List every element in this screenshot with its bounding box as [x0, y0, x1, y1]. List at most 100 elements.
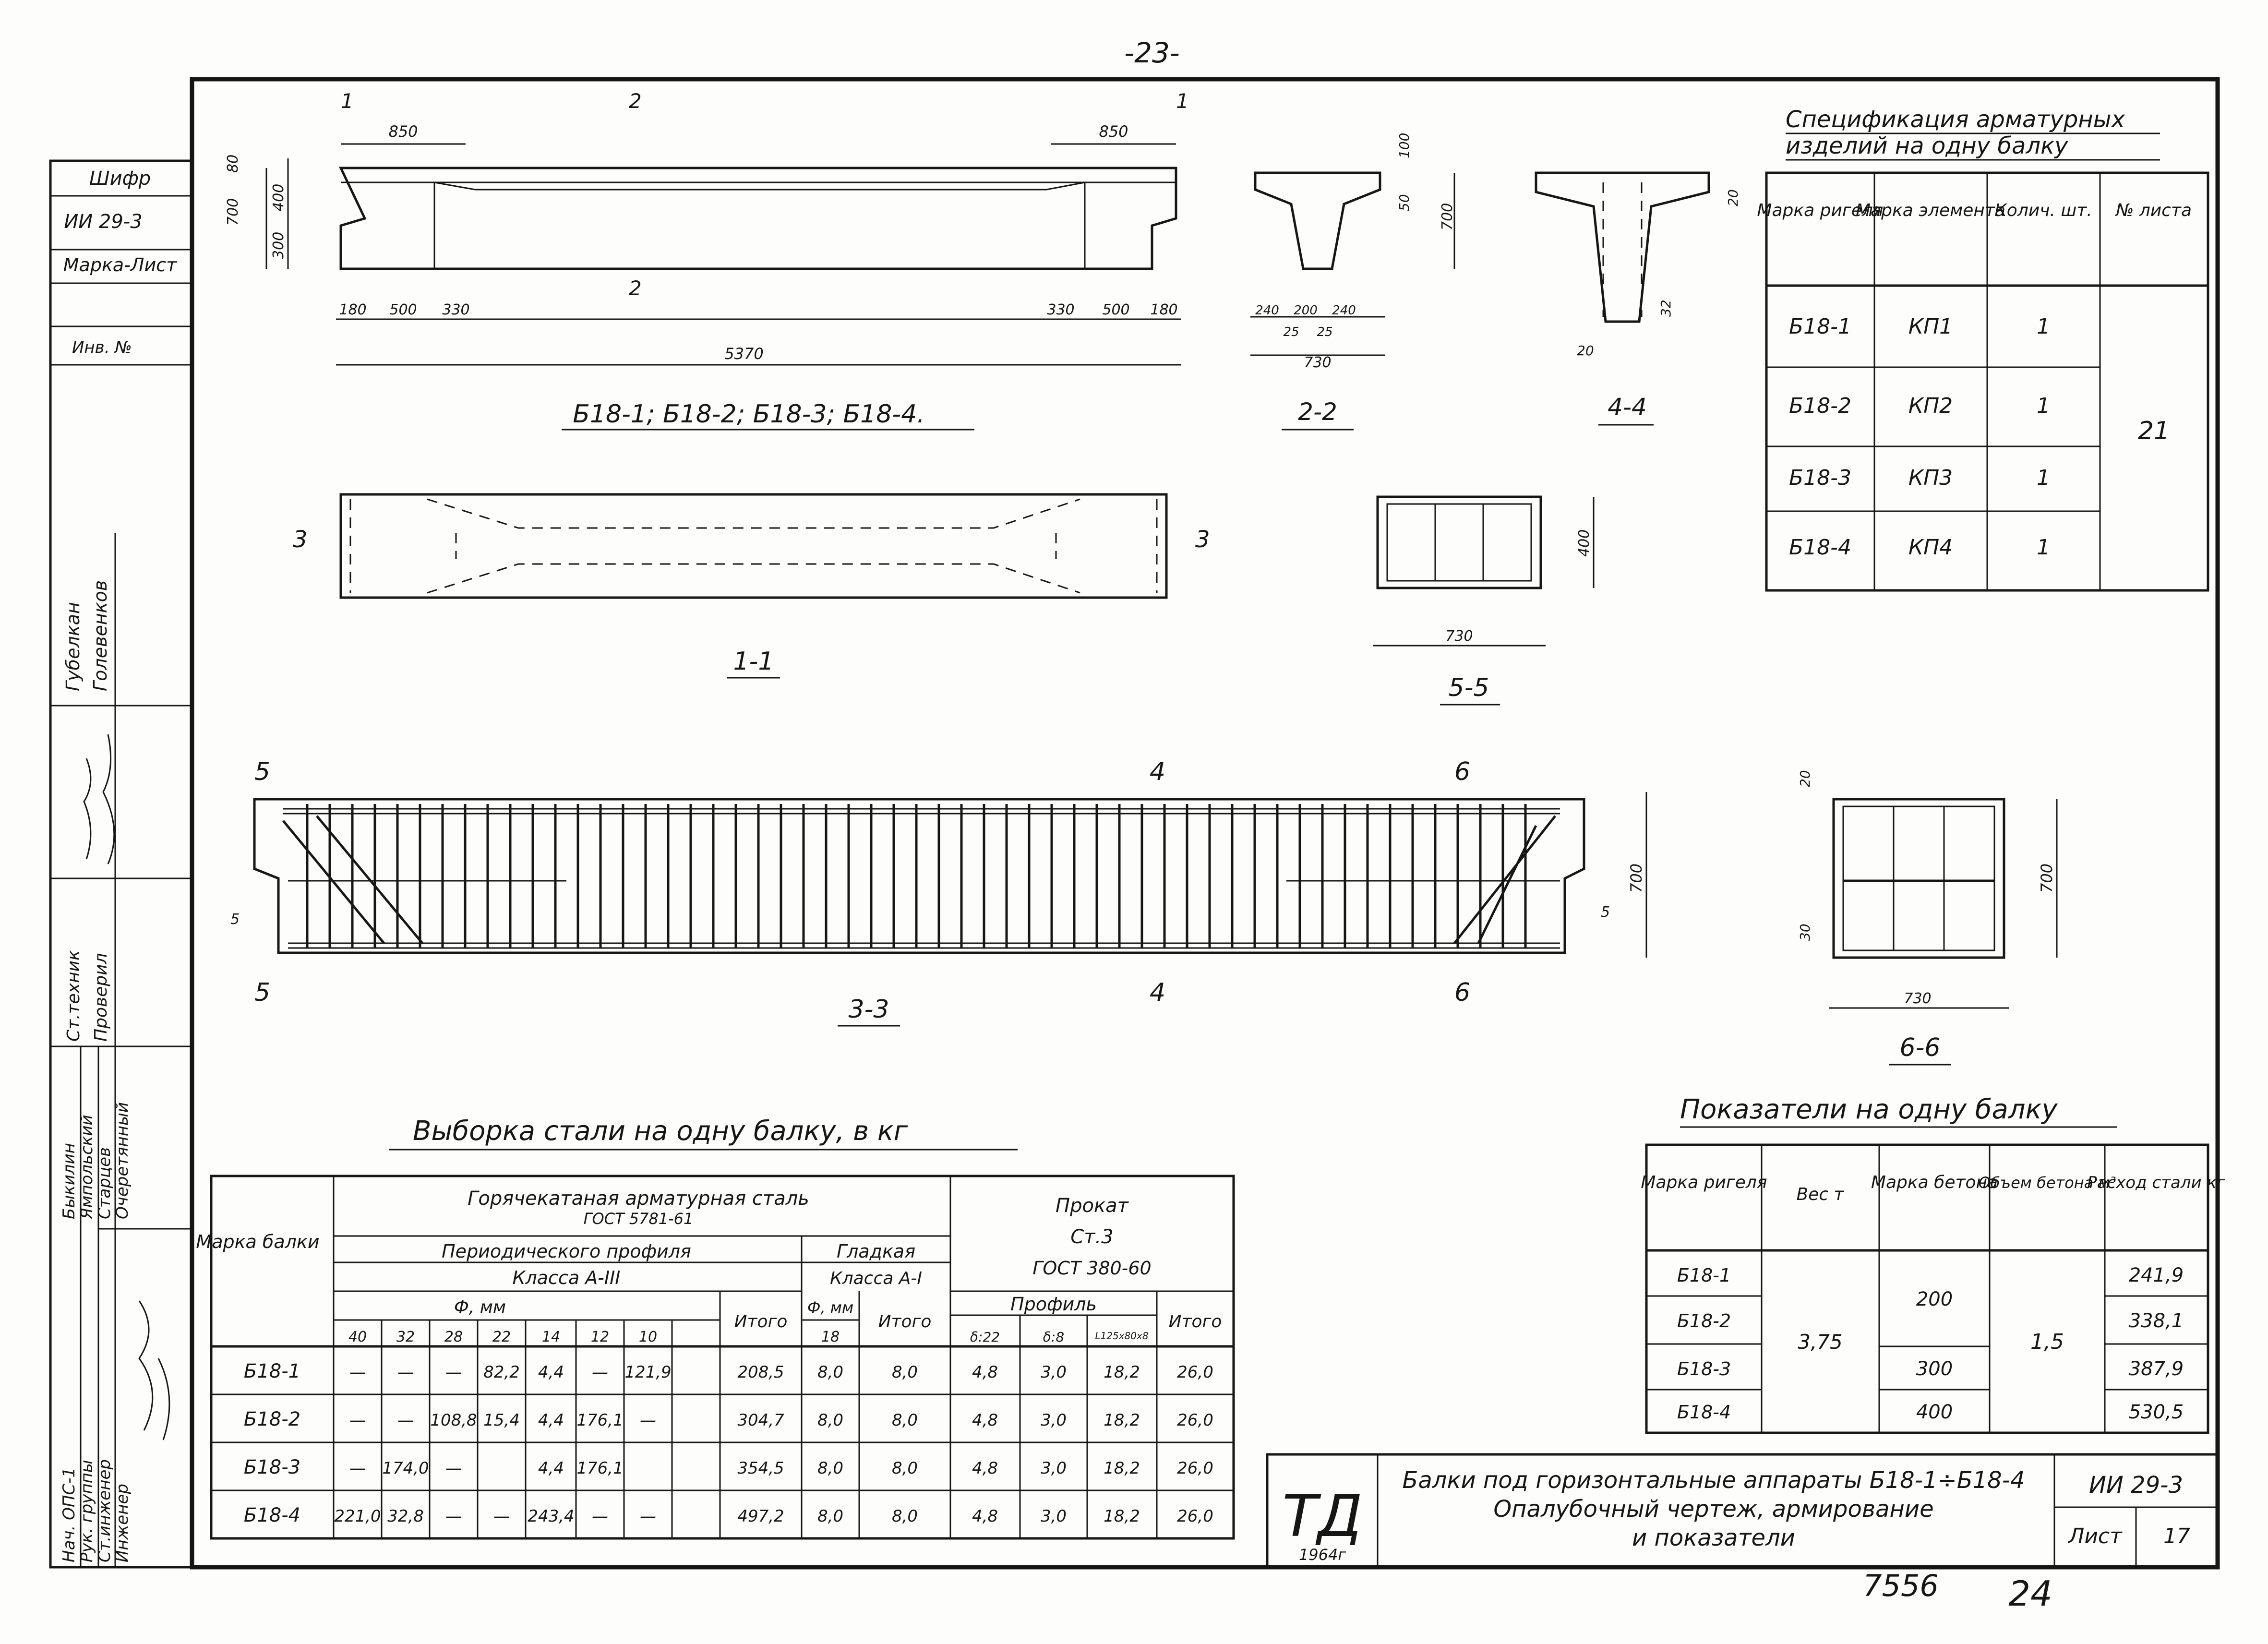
dim-850-left: 850 [388, 122, 418, 141]
cut-1-right: 1 [1176, 89, 1189, 113]
steel-cell-r4-c14: 18,2 [1104, 1507, 1140, 1526]
steel-cell-r3-c10: 8,0 [817, 1459, 843, 1478]
ind-mark-4: Б18-4 [1677, 1402, 1731, 1423]
steel-cell-r3-c6: 4,4 [538, 1459, 564, 1478]
steel-d22: 22 [492, 1329, 511, 1345]
steel-prof-3: L125x80x8 [1095, 1330, 1148, 1342]
spec-title-1: Спецификация арматурных [1786, 106, 2125, 133]
steel-h-gost1: ГОСТ 5781-61 [584, 1210, 694, 1228]
section-2-2-title: 2-2 [1298, 398, 1337, 426]
section-3-3-title: 3-3 [849, 995, 889, 1024]
steel-cell-r2-c4: 108,8 [430, 1411, 477, 1430]
steel-cell-r4-c7: — [592, 1507, 608, 1526]
s22-d240a: 240 [1255, 303, 1279, 318]
steel-cell-r4-c1: Б18-4 [244, 1504, 300, 1526]
steel-h-rolled: Прокат [1056, 1195, 1129, 1217]
steel-d40: 40 [348, 1329, 367, 1345]
spec-r3-c1: Б18-3 [1789, 466, 1851, 490]
s44-d32: 32 [1658, 300, 1674, 317]
s66-d700: 700 [2038, 864, 2056, 893]
steel-cell-r3-c15: 26,0 [1177, 1459, 1213, 1478]
s44-d20a: 20 [1725, 189, 1741, 206]
steel-cell-r4-c10: 8,0 [817, 1507, 843, 1526]
steel-h-itogo2: Итого [878, 1312, 932, 1332]
name-b1: Быкилин [60, 1143, 79, 1219]
ind-h1: Марка ригеля [1641, 1173, 1767, 1192]
ind-h4: Объем бетона м³ [1979, 1174, 2116, 1192]
s33-d5b: 5 [1601, 904, 1610, 921]
spec-r4-c1: Б18-4 [1789, 535, 1851, 560]
steel-table-frame [210, 1175, 1235, 1540]
ind-mark-3: Б18-3 [1677, 1358, 1731, 1380]
spec-r2-c3: 1 [2037, 394, 2050, 418]
ind-h5: Расход стали кг [2087, 1173, 2226, 1192]
steel-cell-r1-c11: 8,0 [892, 1363, 918, 1382]
steel-cell-r1-c13: 3,0 [1041, 1363, 1067, 1382]
steel-table: Выборка стали на одну балку, в кг Марка … [196, 1116, 1235, 1540]
spec-r1-c2: КП1 [1908, 314, 1953, 339]
cipher-label: Шифр [89, 168, 151, 190]
ind-concrete-200: 200 [1916, 1288, 1953, 1310]
role-head: Нач. ОПС-1 [60, 1467, 79, 1562]
s66-d20: 20 [1797, 770, 1813, 787]
logo-year: 1964г [1299, 1546, 1346, 1564]
dim-500-left: 500 [389, 301, 417, 318]
side-stamp: Шифр ИИ 29-3 Марка-Лист Инв. № Губелкан … [49, 159, 193, 1569]
steel-cell-r1-c1: Б18-1 [244, 1360, 300, 1382]
spec-h4: № листа [2115, 201, 2192, 220]
steel-cell-r1-c8: 121,9 [624, 1363, 671, 1382]
mark-sheet-label: Марка-Лист [63, 254, 178, 276]
s66-d730: 730 [1904, 990, 1931, 1007]
section-6-6-outline [1832, 798, 2005, 959]
signature-mark [83, 734, 115, 864]
steel-cell-r4-c12: 4,8 [972, 1507, 998, 1526]
spec-r3-c2: КП3 [1908, 466, 1953, 490]
steel-cell-r2-c9: 304,7 [737, 1411, 784, 1430]
steel-d32: 32 [396, 1329, 415, 1345]
steel-cell-r2-c14: 18,2 [1104, 1411, 1140, 1430]
plan-hidden-lines [349, 498, 1158, 594]
plan-outline [339, 493, 1168, 599]
section-4-4-outline [1535, 171, 1710, 323]
beam-elevation: 850 850 80 400 700 300 180 500 330 330 5… [225, 89, 1189, 431]
steel-cell-r2-c11: 8,0 [892, 1411, 918, 1430]
s22-d100: 100 [1396, 133, 1412, 158]
steel-cell-r4-c15: 26,0 [1177, 1507, 1213, 1526]
spec-r2-c1: Б18-2 [1789, 394, 1851, 418]
dim-300: 300 [270, 232, 287, 259]
steel-cell-r1-c15: 26,0 [1177, 1363, 1213, 1382]
spec-r1-c3: 1 [2037, 314, 2050, 339]
steel-cell-r1-c6: 4,4 [538, 1363, 564, 1382]
section-5-5: 400 730 5-5 [1373, 495, 1595, 706]
role-group-lead: Рук. группы [77, 1460, 96, 1562]
ind-steel-4: 530,5 [2129, 1401, 2184, 1423]
steel-cell-r1-c7: — [592, 1363, 608, 1382]
steel-cell-r3-c3: 174,0 [382, 1459, 429, 1478]
steel-h-class-a1: Класса А-I [830, 1269, 922, 1288]
steel-h-gost2: ГОСТ 380-60 [1032, 1258, 1152, 1279]
steel-h-itogo3: Итого [1169, 1312, 1222, 1332]
spec-r4-c3: 1 [2037, 535, 2050, 560]
steel-h-smooth: Гладкая [837, 1241, 915, 1262]
steel-cell-r2-c15: 26,0 [1177, 1411, 1213, 1430]
s22-d700: 700 [1439, 203, 1456, 230]
steel-cell-r3-c4: — [445, 1459, 462, 1478]
section-2-2: 100 50 700 240 200 240 25 25 730 2-2 [1250, 133, 1456, 431]
spec-h2: Марка элемента [1856, 201, 2005, 220]
dim-total: 5370 [724, 345, 763, 363]
dim-500-right: 500 [1102, 301, 1129, 318]
dim-180-right: 180 [1150, 301, 1177, 318]
ind-mark-2: Б18-2 [1677, 1310, 1731, 1332]
s55-d400: 400 [1576, 529, 1593, 557]
steel-cell-r4-c3: 32,8 [387, 1507, 424, 1526]
cut-6-bottom: 6 [1454, 978, 1470, 1007]
ind-concrete-400: 400 [1916, 1401, 1953, 1423]
section-1-1-title: 1-1 [733, 647, 774, 676]
steel-h-mark: Марка балки [196, 1231, 319, 1252]
title-line-1: Балки под горизонтальные аппараты Б18-1÷… [1402, 1467, 2025, 1494]
section-2-2-outline [1254, 171, 1381, 270]
steel-cell-r1-c12: 4,8 [972, 1363, 998, 1382]
steel-h-periodic: Периодического профиля [442, 1241, 691, 1262]
